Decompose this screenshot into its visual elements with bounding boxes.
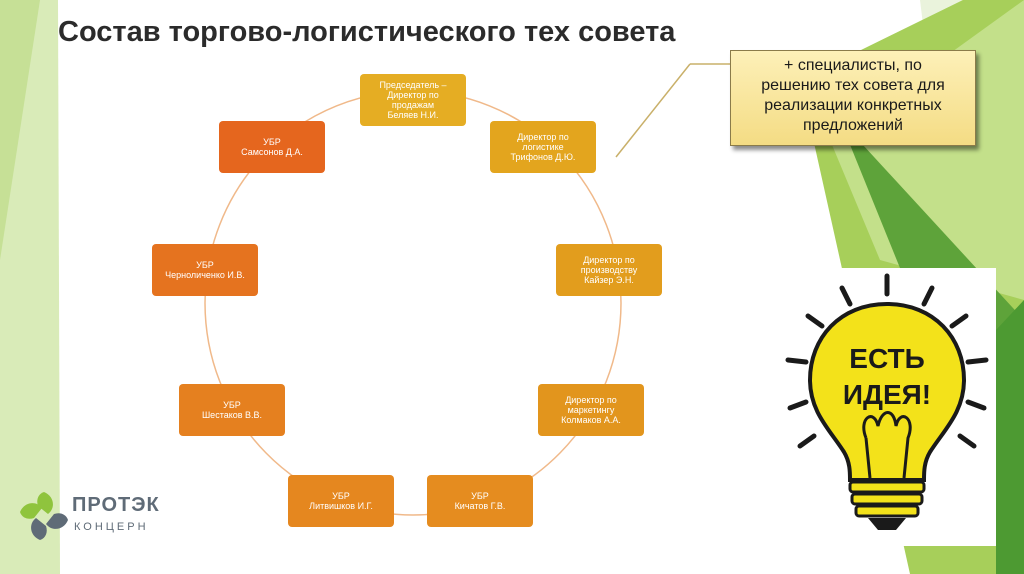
note-line: решению тех совета для — [761, 77, 945, 94]
lightbulb-icon: ЕСТЬ ИДЕЯ! — [785, 273, 989, 530]
node-line: УБР — [223, 400, 241, 410]
member-node-chair[interactable]: Председатель – Директор по продажам Беля… — [360, 74, 466, 126]
member-node-chernolichenko[interactable]: УБР Черноличенко И.В. — [152, 244, 258, 296]
node-line: Трифонов Д.Ю. — [510, 152, 576, 162]
node-line: логистике — [522, 142, 564, 152]
member-node-kichatov[interactable]: УБР Кичатов Г.В. — [427, 475, 533, 527]
logo-subtitle: КОНЦЕРН — [74, 521, 149, 533]
node-line: УБР — [263, 137, 281, 147]
company-logo-icon — [20, 492, 68, 540]
member-node-samsonov[interactable]: УБР Самсонов Д.А. — [219, 121, 325, 173]
member-node-logistics[interactable]: Директор по логистике Трифонов Д.Ю. — [490, 121, 596, 173]
bulb-text-line2: ИДЕЯ! — [843, 379, 931, 410]
member-node-litvishkov[interactable]: УБР Литвишков И.Г. — [288, 475, 394, 527]
member-node-production[interactable]: Директор по производству Кайзер Э.Н. — [556, 244, 662, 296]
node-line: Кайзер Э.Н. — [584, 275, 634, 285]
node-line: Беляев Н.И. — [387, 110, 439, 120]
node-line: Черноличенко И.В. — [165, 270, 245, 280]
note-line: предложений — [803, 117, 903, 134]
node-line: УБР — [332, 491, 350, 501]
bulb-text-line1: ЕСТЬ — [849, 343, 924, 374]
node-line: УБР — [471, 491, 489, 501]
node-line: маркетингу — [567, 405, 615, 415]
node-line: Директор по — [565, 395, 617, 405]
note-callout: + специалисты, по решению тех совета для… — [730, 50, 976, 146]
node-line: Директор по — [387, 90, 439, 100]
node-line: Колмаков А.А. — [561, 415, 621, 425]
slide-title: Состав торгово-логистического тех совета — [58, 16, 676, 48]
node-line: продажам — [391, 100, 435, 110]
node-line: Председатель – — [379, 80, 447, 90]
node-line: Литвишков И.Г. — [309, 501, 373, 511]
idea-image: ЕСТЬ ИДЕЯ! — [778, 268, 996, 546]
node-line: Самсонов Д.А. — [241, 147, 303, 157]
node-line: УБР — [196, 260, 214, 270]
node-line: Директор по — [517, 132, 569, 142]
member-node-marketing[interactable]: Директор по маркетингу Колмаков А.А. — [538, 384, 644, 436]
member-node-shestakov[interactable]: УБР Шестаков В.В. — [179, 384, 285, 436]
node-line: Директор по — [583, 255, 635, 265]
node-line: производству — [580, 265, 638, 275]
node-line: Кичатов Г.В. — [454, 501, 506, 511]
note-line: реализации конкретных — [764, 97, 942, 114]
logo-name: ПРОТЭК — [72, 494, 160, 516]
node-line: Шестаков В.В. — [201, 410, 263, 420]
note-line: + специалисты, по — [784, 57, 922, 74]
